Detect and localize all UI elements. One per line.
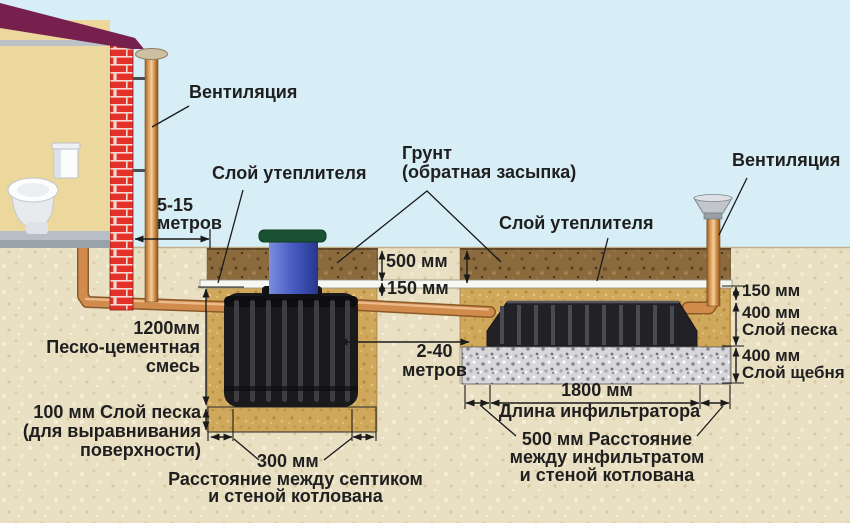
infiltrator xyxy=(486,300,698,347)
pipe-bracket xyxy=(133,77,145,80)
leader-insulation-right xyxy=(596,237,609,282)
label-septic-infiltrator-distance: 2-40 метров xyxy=(402,341,467,380)
leader-vent-right xyxy=(718,177,748,236)
label-ventilation-right: Вентиляция xyxy=(732,150,841,170)
septic-neck xyxy=(269,240,318,294)
leader-300-right xyxy=(323,437,353,461)
pipe-bracket xyxy=(133,169,145,172)
leader-300-left xyxy=(233,438,260,461)
label-infiltrator-length: Длина инфильтратора xyxy=(498,401,701,421)
vent-cap-left-icon xyxy=(135,48,168,60)
label-dim-500: 500 мм xyxy=(386,251,448,271)
eave-band xyxy=(0,40,110,46)
label-depth-mix: 1200мм Песко-цементная смесь xyxy=(46,318,200,376)
label-house-distance: 5-15 метров xyxy=(157,195,222,233)
label-backfill: Грунт (обратная засыпка) xyxy=(402,143,577,182)
label-infiltrator-wall-gap: 500 мм Расстояние между инфильтратом и с… xyxy=(509,429,705,485)
label-dim-150-left: 150 мм xyxy=(387,278,449,298)
septic-to-infiltrator-pipe xyxy=(350,300,495,317)
label-sand-layer-right: 400 мм Слой песка xyxy=(742,303,838,339)
toilet xyxy=(7,142,81,234)
septic-lid xyxy=(258,229,327,243)
label-ventilation-left: Вентиляция xyxy=(189,82,298,102)
label-dim-1800: 1800 мм xyxy=(561,380,633,400)
leader-vent-left xyxy=(151,105,190,128)
label-dim-300: 300 мм xyxy=(257,451,319,471)
leader-lines xyxy=(151,105,748,461)
label-septic-wall-gap: Расстояние между септиком и стеной котло… xyxy=(168,469,423,506)
leader-insulation-left xyxy=(217,189,244,284)
label-insulation-left: Слой утеплителя xyxy=(212,163,367,183)
brick-wall xyxy=(109,45,134,311)
label-gravel-layer-right: 400 мм Слой щебня xyxy=(742,346,845,382)
leader-backfill xyxy=(336,190,502,264)
label-sand-bottom: 100 мм Слой песка (для выравнивания пове… xyxy=(22,402,201,460)
gravel-layer xyxy=(461,346,732,385)
dimension-lines xyxy=(134,229,744,441)
leader-500-left xyxy=(479,404,517,437)
floor xyxy=(0,231,110,240)
label-dim-150-right: 150 мм xyxy=(742,281,801,300)
leader-500-right xyxy=(696,405,724,437)
septic-tank xyxy=(224,229,358,407)
roof xyxy=(0,3,144,49)
label-insulation-right: Слой утеплителя xyxy=(499,213,654,233)
vent-right xyxy=(693,194,733,307)
house xyxy=(0,3,168,311)
sand-levelling-layer xyxy=(207,406,377,433)
